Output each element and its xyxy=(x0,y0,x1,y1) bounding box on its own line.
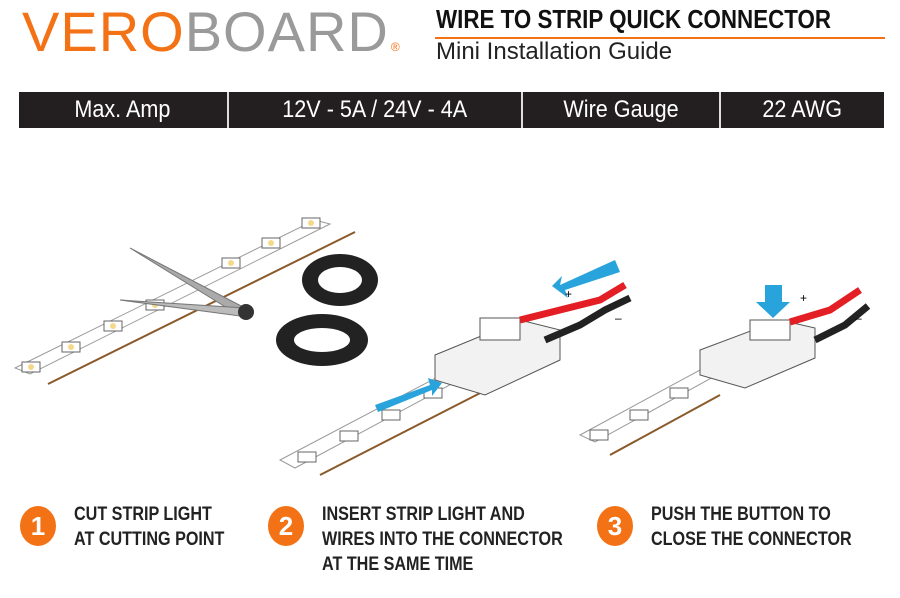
spec-max-amp-value: 12V - 5A / 24V - 4A xyxy=(229,92,523,128)
led-strip-cut-illustration xyxy=(13,217,356,385)
registered-mark: ® xyxy=(390,40,401,54)
plus-label: + xyxy=(800,291,807,305)
connector-push-illustration: + – xyxy=(578,285,871,456)
step-text: AT CUTTING POINT xyxy=(74,529,225,550)
step-number-badge: 3 xyxy=(597,506,633,546)
step-text: INSERT STRIP LIGHT AND xyxy=(322,504,525,525)
minus-label: – xyxy=(615,311,622,325)
spec-wire-gauge-value: 22 AWG xyxy=(762,96,843,123)
arrow-icon xyxy=(552,260,620,298)
step-3: 3 PUSH THE BUTTON TO CLOSE THE CONNECTOR xyxy=(597,502,887,552)
logo-orange-text: VERO xyxy=(22,0,185,63)
scissors-icon xyxy=(119,247,378,366)
step-number-badge: 2 xyxy=(268,506,304,546)
step-text: CUT STRIP LIGHT xyxy=(74,504,212,525)
plus-label: + xyxy=(565,287,572,301)
title-divider xyxy=(435,37,885,39)
step-1: 1 CUT STRIP LIGHT AT CUTTING POINT xyxy=(20,502,251,552)
spec-wire-gauge-label: Wire Gauge xyxy=(523,92,722,128)
step-text: PUSH THE BUTTON TO xyxy=(651,504,831,525)
logo-gray-text: BOARD xyxy=(184,0,389,63)
minus-label: – xyxy=(855,311,862,325)
step-2: 2 INSERT STRIP LIGHT AND WIRES INTO THE C… xyxy=(268,502,605,577)
spec-max-amp-label: Max. Amp xyxy=(19,92,229,128)
arrow-icon xyxy=(375,378,442,412)
installation-illustrations: + – + – xyxy=(13,217,871,476)
step-text: AT THE SAME TIME xyxy=(322,554,474,575)
veroboard-logo: VEROBOARD® xyxy=(22,2,401,77)
push-arrow-icon xyxy=(756,285,790,318)
step-text: CLOSE THE CONNECTOR xyxy=(651,529,852,550)
page-title: WIRE TO STRIP QUICK CONNECTOR xyxy=(436,4,832,34)
step-number-badge: 1 xyxy=(20,506,56,546)
spec-table: Max. Amp 12V - 5A / 24V - 4A Wire Gauge … xyxy=(19,92,884,128)
page-subtitle: Mini Installation Guide xyxy=(436,38,673,65)
connector-insert-illustration: + – xyxy=(278,260,632,476)
step-text: WIRES INTO THE CONNECTOR xyxy=(322,529,563,550)
